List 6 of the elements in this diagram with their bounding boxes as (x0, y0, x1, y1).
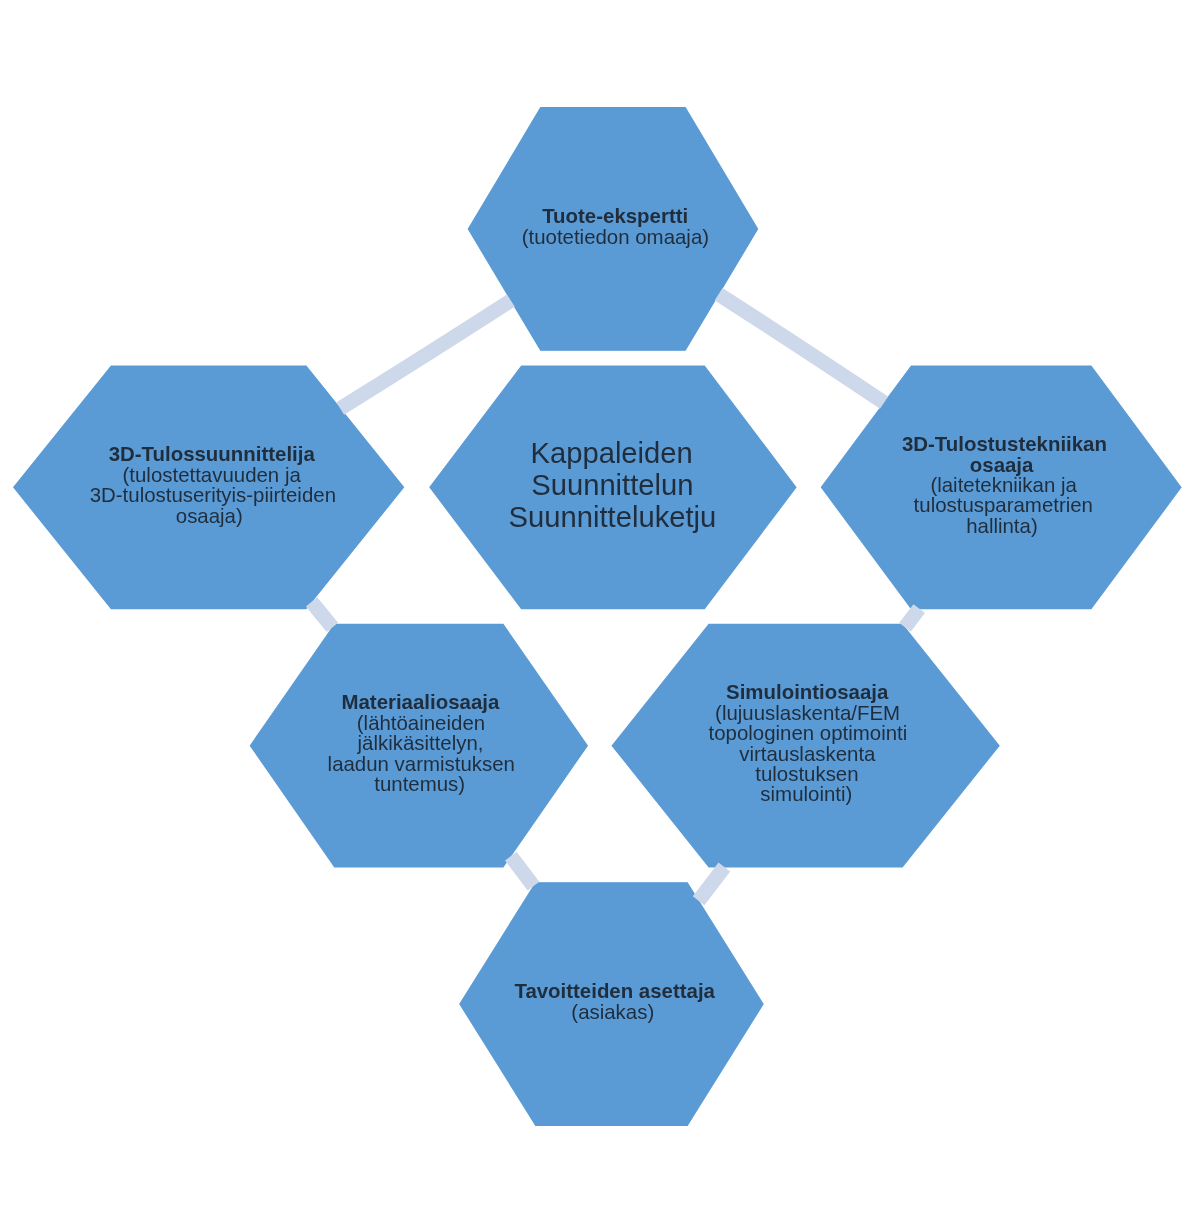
connector (336, 293, 515, 415)
connector (305, 596, 339, 632)
connector (714, 287, 889, 409)
connector (505, 851, 540, 890)
connector (899, 603, 926, 632)
connector (692, 862, 731, 905)
